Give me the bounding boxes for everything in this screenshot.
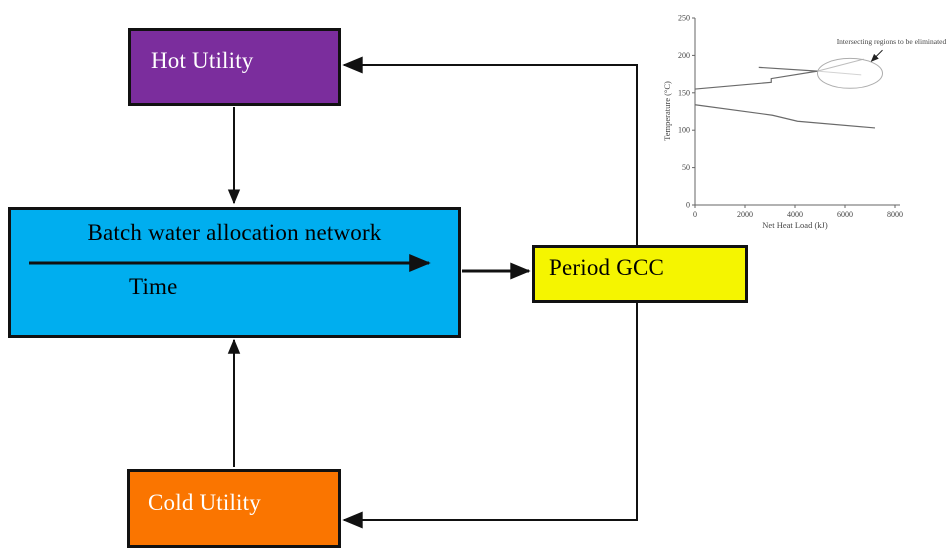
eliminated-region-line-b: [817, 70, 862, 76]
period-gcc-box: Period GCC: [532, 245, 748, 303]
period-gcc-label: Period GCC: [549, 255, 665, 280]
svg-text:150: 150: [678, 88, 690, 97]
cold-composite-curve: [694, 104, 876, 129]
time-axis-arrow: [29, 254, 431, 272]
upper-branch-segment: [758, 66, 818, 72]
svg-text:2000: 2000: [737, 210, 753, 219]
svg-text:200: 200: [678, 51, 690, 60]
time-label: Time: [129, 274, 178, 299]
hot-utility-box: Hot Utility: [128, 28, 341, 106]
svg-text:0: 0: [686, 201, 690, 210]
chart-series: [694, 58, 876, 129]
batch-network-box: Batch water allocation network Time: [8, 207, 461, 338]
chart-annotation: Intersecting regions to be eliminated: [817, 37, 947, 89]
svg-text:6000: 6000: [837, 210, 853, 219]
hot-utility-label: Hot Utility: [151, 48, 254, 73]
annotation-arrow: [870, 49, 883, 62]
svg-text:100: 100: [678, 126, 690, 135]
arrow-gcc-to-hot: [342, 56, 638, 245]
svg-text:4000: 4000: [787, 210, 803, 219]
batch-network-label: Batch water allocation network: [87, 220, 382, 245]
chart-xlabel: Net Heat Load (kJ): [762, 220, 828, 230]
arrow-gcc-to-cold: [342, 302, 638, 529]
svg-text:250: 250: [678, 14, 690, 23]
annotation-text: Intersecting regions to be eliminated: [837, 37, 947, 46]
eliminated-region-ellipse: [817, 57, 883, 89]
svg-text:0: 0: [693, 210, 697, 219]
svg-text:8000: 8000: [887, 210, 903, 219]
cold-utility-box: Cold Utility: [127, 469, 341, 548]
svg-text:50: 50: [682, 163, 690, 172]
chart-ylabel: Temperature (°C): [662, 81, 672, 141]
cold-utility-label: Cold Utility: [148, 489, 261, 515]
hot-composite-curve: [694, 70, 818, 90]
eliminated-region-line-a: [817, 58, 864, 72]
